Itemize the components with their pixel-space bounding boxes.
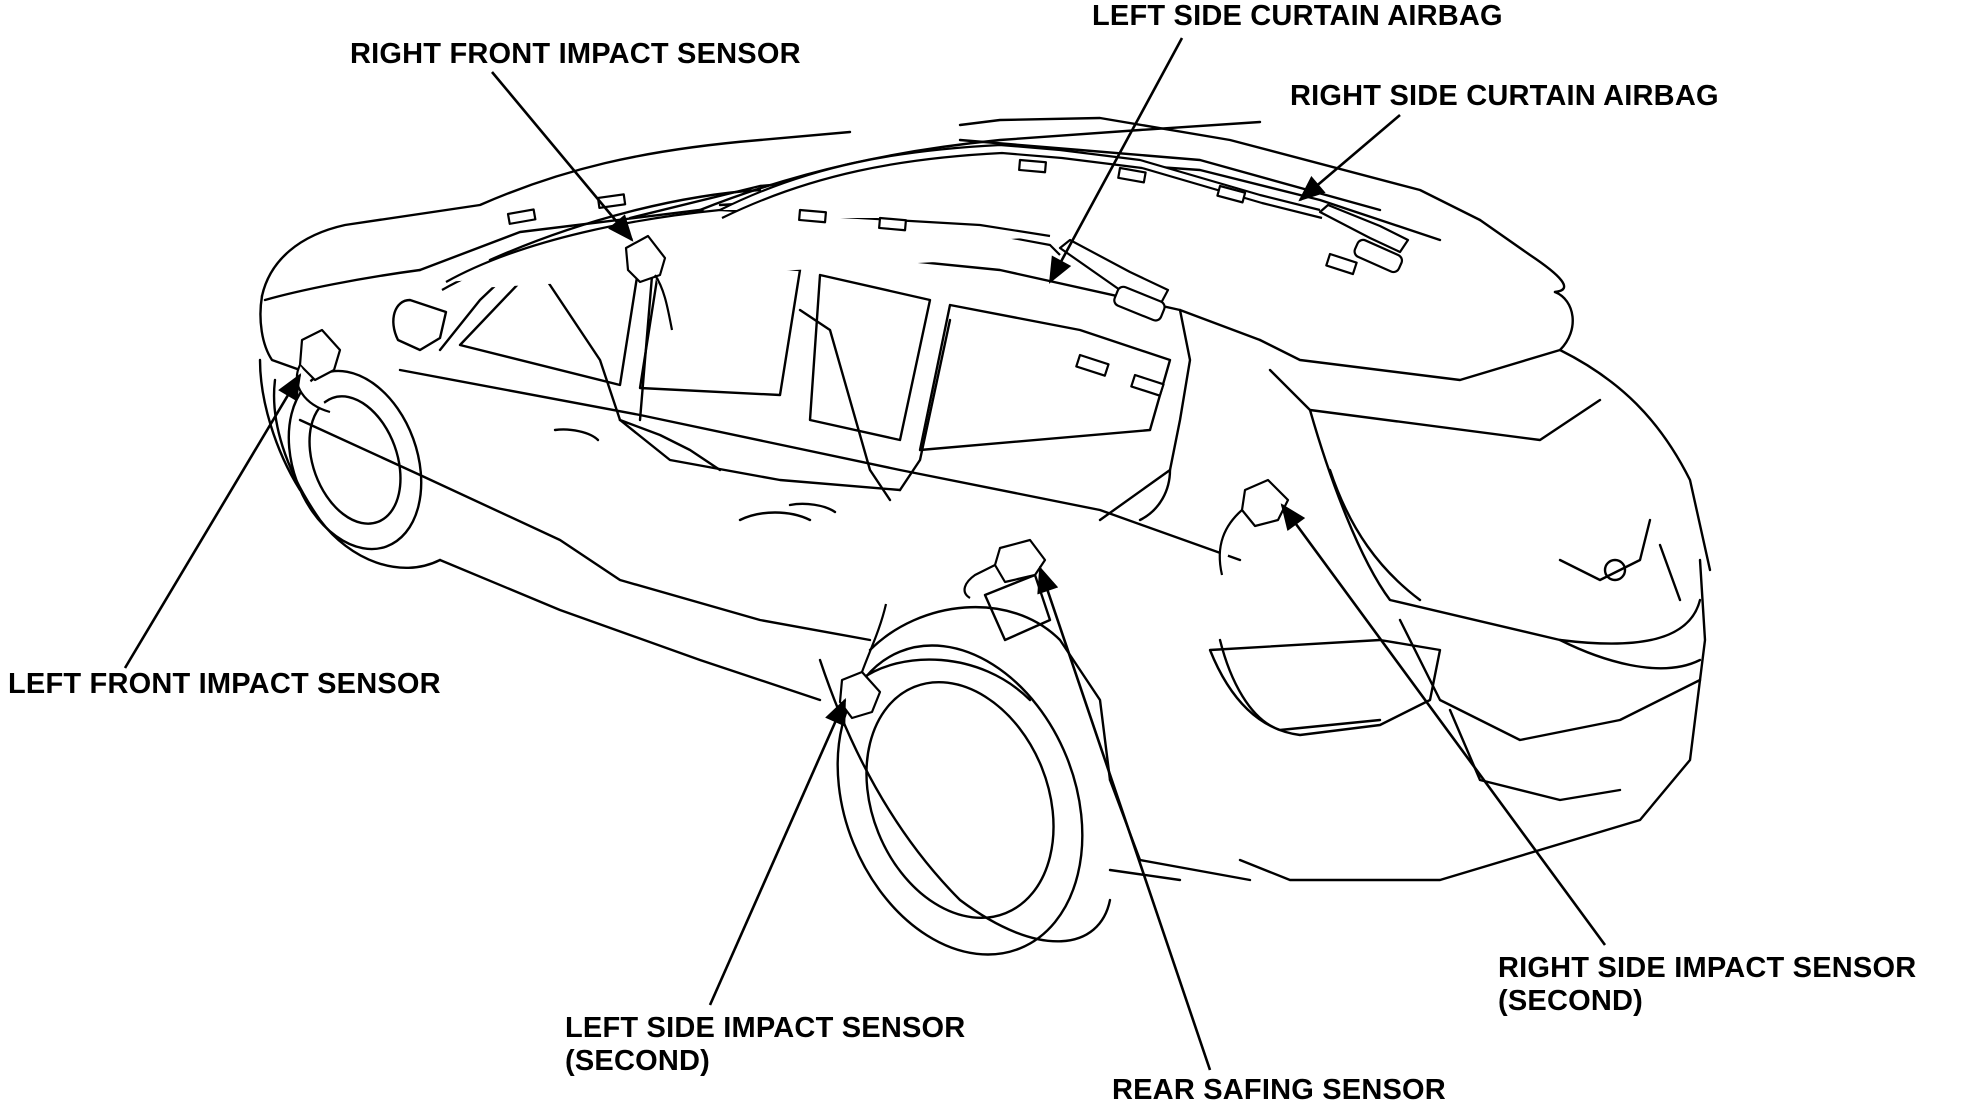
label-left-front-impact-sensor: LEFT FRONT IMPACT SENSOR	[8, 668, 441, 700]
arrow-left-front-impact-sensor	[123, 373, 302, 669]
label-left-side-curtain-airbag: LEFT SIDE CURTAIN AIRBAG	[1092, 0, 1503, 32]
label-right-side-impact-sensor-line1: RIGHT SIDE IMPACT SENSOR	[1498, 952, 1917, 984]
label-left-side-impact-sensor: LEFT SIDE IMPACT SENSOR (SECOND)	[565, 1012, 965, 1078]
arrow-right-front-impact-sensor	[491, 71, 634, 242]
arrow-rear-safing-sensor	[1037, 565, 1212, 1071]
arrow-left-side-impact-sensor	[708, 697, 847, 1006]
label-left-side-impact-sensor-line1: LEFT SIDE IMPACT SENSOR	[565, 1012, 966, 1044]
arrow-right-side-curtain-airbag	[1298, 114, 1401, 202]
label-left-side-impact-sensor-line2: (SECOND)	[565, 1045, 710, 1077]
label-right-side-impact-sensor-line2: (SECOND)	[1498, 985, 1643, 1017]
car-body-outline	[258, 116, 1712, 956]
leader-lines	[123, 37, 1607, 1071]
label-rear-safing-sensor: REAR SAFING SENSOR	[1112, 1074, 1446, 1106]
arrow-left-side-curtain-airbag	[1048, 37, 1184, 284]
label-right-front-impact-sensor: RIGHT FRONT IMPACT SENSOR	[350, 38, 801, 70]
label-right-side-impact-sensor: RIGHT SIDE IMPACT SENSOR (SECOND)	[1498, 952, 1916, 1018]
label-right-side-curtain-airbag: RIGHT SIDE CURTAIN AIRBAG	[1290, 80, 1719, 112]
curtain-airbag-harness	[441, 143, 1410, 397]
arrow-right-side-impact-sensor	[1280, 503, 1607, 946]
